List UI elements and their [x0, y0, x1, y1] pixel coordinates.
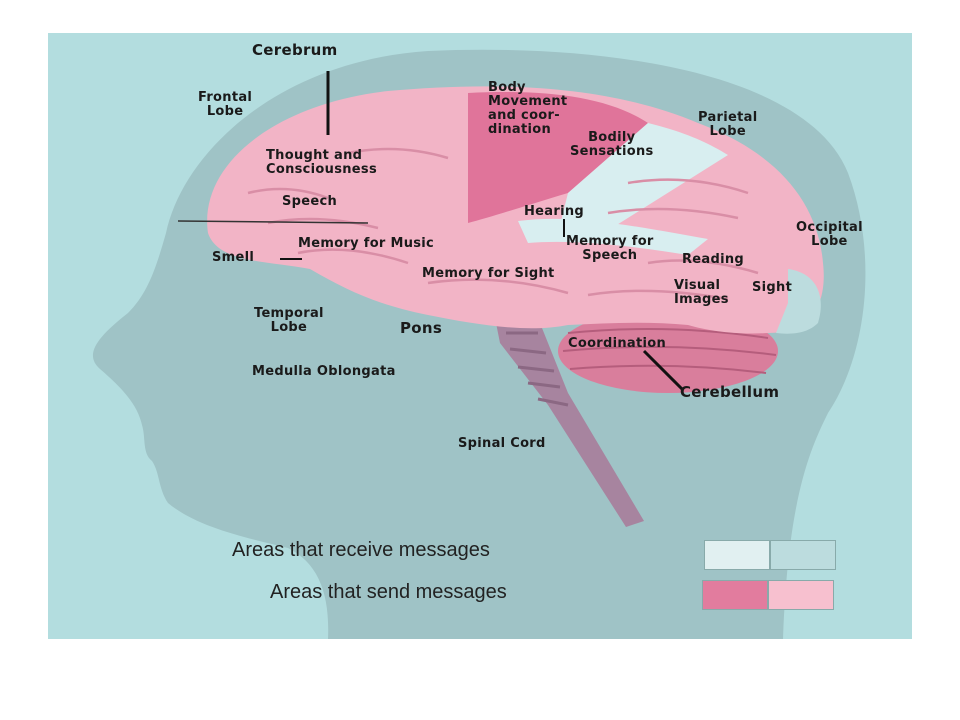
legend-receive-text: Areas that receive messages [232, 539, 490, 561]
label-memory-music: Memory for Music [298, 236, 435, 251]
legend-send-swatch-dark [702, 580, 768, 610]
spinal-cord-shape [496, 323, 644, 527]
motor-strip [468, 92, 648, 223]
cerebellum-leader [642, 349, 684, 391]
label-memory-speech: Memory for Speech [566, 234, 654, 263]
label-hearing: Hearing [524, 204, 584, 219]
label-occipital-lobe: Occipital Lobe [796, 220, 863, 249]
label-frontal-lobe: Frontal Lobe [198, 90, 253, 119]
label-cerebrum: Cerebrum [252, 41, 338, 59]
label-coordination: Coordination [568, 336, 667, 351]
label-speech: Speech [282, 194, 338, 209]
label-memory-sight: Memory for Sight [422, 266, 555, 281]
label-medulla: Medulla Oblongata [252, 364, 396, 379]
brain-folds [247, 147, 759, 301]
label-bodily-sensations: Bodily Sensations [570, 130, 654, 159]
label-pons: Pons [400, 319, 443, 337]
legend-send-swatch-light [768, 580, 834, 610]
brain-illustration [92, 49, 866, 639]
label-temporal-lobe: Temporal Lobe [254, 306, 324, 335]
legend-receive-swatch-dark [770, 540, 836, 570]
legend-receive-swatch-light [704, 540, 770, 570]
label-thought: Thought and Consciousness [266, 148, 377, 177]
legend-send-text: Areas that send messages [270, 581, 507, 603]
label-spinal-cord: Spinal Cord [458, 436, 546, 451]
label-cerebellum: Cerebellum [680, 383, 780, 401]
diagram-panel: Cerebrum Frontal Lobe Body Movement and … [48, 33, 912, 639]
reference-line [177, 220, 369, 224]
label-sight: Sight [752, 280, 793, 295]
label-reading: Reading [682, 252, 745, 267]
label-smell: Smell [212, 250, 255, 265]
label-visual-images: Visual Images [674, 278, 729, 307]
auditory-area [518, 218, 708, 255]
brainstem-ridges [506, 331, 569, 407]
cerebellum-folds [562, 328, 777, 374]
label-body-movement: Body Movement and coor- dination [488, 80, 568, 137]
label-parietal-lobe: Parietal Lobe [698, 110, 758, 139]
sensory-strip [558, 123, 728, 243]
visual-area [776, 269, 821, 334]
